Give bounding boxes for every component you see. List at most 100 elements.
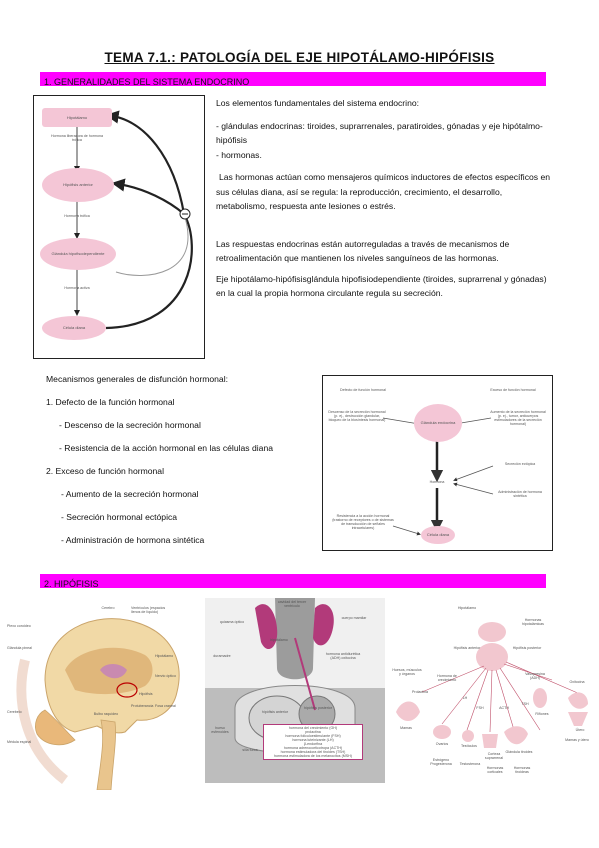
brain-label-plexo: Plexo coroideo <box>7 624 31 628</box>
label-sintetica: Administración de hormona sintética <box>498 490 542 498</box>
brain-label-optico: Nervio óptico <box>155 674 176 678</box>
tgt-hip-post: Hipófisis posterior <box>512 646 542 650</box>
mechanisms-list: Mecanismos generales de disfunción hormo… <box>46 368 326 552</box>
tgt-acth: ACTH <box>499 706 509 710</box>
hormone-item: hormona estimuladora de los melanocitos … <box>274 754 352 758</box>
pit-label-duramadre: duramadre <box>213 654 231 658</box>
feedback-arrows <box>74 110 193 330</box>
tgt-tiroideas: Hormonas tiroideas <box>513 766 531 774</box>
pit-label-ventriculo: cavidad del tercer ventrículo <box>277 600 307 608</box>
tgt-corteza: Corteza suprarrenal <box>484 752 504 760</box>
brain-label-medula: Médula espinal <box>7 740 32 744</box>
hormone-item: prolactina <box>305 730 321 734</box>
intro-text: Los elementos fundamentales del sistema … <box>216 96 551 301</box>
brain-label-cerebro: Cerebro <box>101 606 115 610</box>
label-aumento: Aumento de la secreción hormonal (p. ej.… <box>490 410 546 426</box>
tgt-hip-ant: Hipófisis anterior <box>453 646 481 650</box>
label-resistencia: Resistencia a la acción hormonal (trasto… <box>332 514 394 530</box>
tgt-prolac: Prolactina <box>412 690 428 694</box>
label-ectopica: Secreción ectópica <box>504 462 536 466</box>
figure-target-organs: Hipotálamo Hormonas hipotalámicas Hipófi… <box>392 602 596 787</box>
mech-item: - Secreción hormonal ectópica <box>61 512 178 522</box>
tgt-tiroides: Glándula tiroides <box>505 750 533 754</box>
section-1-title: 1. GENERALIDADES DEL SISTEMA ENDOCRINO <box>44 77 250 87</box>
node-hipofisis: Hipófisis anterior <box>42 168 114 202</box>
tgt-lh: LH <box>462 696 468 700</box>
brain-label-hipofisis: Hipófisis <box>139 692 153 696</box>
figure-feedback-loop: Hipotálamo Hormona liberadora de hormona… <box>33 95 205 359</box>
brain-illustration <box>16 618 180 790</box>
mechanisms-heading: Mecanismos generales de disfunción hormo… <box>46 374 229 384</box>
mech-item: 1. Defecto de la función hormonal <box>46 397 175 407</box>
brain-label-cerebelo: Cerebelo <box>7 710 22 714</box>
section-bar-1: 1. GENERALIDADES DEL SISTEMA ENDOCRINO <box>40 72 546 87</box>
hormone-item: hormona foliculoestimulante (FSH) <box>285 734 341 738</box>
label-exceso: Exceso de función hormonal <box>490 388 536 392</box>
pit-label-hipotalamo: hipotálamo <box>270 638 288 642</box>
intro-p4: Las hormonas actúan como mensajeros quím… <box>216 172 551 211</box>
tgt-huesos: Huesos, músculos y órganos <box>392 668 422 676</box>
node-hipotalamo: Hipotálamo <box>42 108 112 127</box>
intro-p5: Las respuestas endocrinas están autorreg… <box>216 238 510 264</box>
mech-item: - Descenso de la secreción hormonal <box>59 420 201 430</box>
tgt-vaso: Vasopresina (ADH) <box>525 672 545 680</box>
node-glandula-endocrina: Glándula endocrina <box>414 404 462 442</box>
label-hormona: Hormona <box>429 480 445 484</box>
brain-label-bulbo: Bulbo raquídeo <box>93 712 119 716</box>
tgt-gh: Hormona de crecimiento <box>437 674 457 682</box>
mech-item: - Resistencia de la acción hormonal en l… <box>59 443 274 453</box>
tgt-estrogeno: Estrógeno Progesterona <box>430 758 452 766</box>
tgt-mamas: Mamas <box>400 726 412 730</box>
node-glandula: Glándula hipofisodependiente <box>40 238 116 270</box>
tgt-hipotalamo: Hipotálamo <box>457 606 477 610</box>
brain-label-ventriculos: Ventrículos (espacios llenos de líquido) <box>131 606 166 614</box>
figure-brain: Plexo coroideo Cerebro Ventrículos (espa… <box>5 600 197 790</box>
section-bar-2: 2. HIPÓFISIS <box>40 574 546 589</box>
target-organs-illustration <box>396 622 588 748</box>
tgt-rinones: Riñones <box>535 712 549 716</box>
label-descenso: Descenso de la secreción hormonal (p. ej… <box>328 410 386 422</box>
intro-p6: Eje hipotálamo-hipófisisglándula hipofis… <box>216 273 547 299</box>
label-activa: Hormona activa <box>64 286 90 290</box>
hormone-list-box: hormona del crecimiento (GH) prolactina … <box>263 724 363 760</box>
label-defecto: Defecto de función hormonal <box>340 388 386 392</box>
node-diana: Célula diana <box>42 316 106 340</box>
intro-p2: - glándulas endocrinas: tiroides, suprar… <box>216 120 543 146</box>
page-title: TEMA 7.1.: PATOLOGÍA DEL EJE HIPOTÁLAMO-… <box>104 50 495 65</box>
tgt-mamaytero: Mamas y útero <box>565 738 589 742</box>
hormone-item: hormona luteinizante (LH) <box>292 738 334 742</box>
brain-label-protuberancia: Protuberancia <box>131 704 154 708</box>
figure-dysfunction: Defecto de función hormonal Exceso de fu… <box>322 375 553 551</box>
brain-label-pineal: Glándula pineal <box>7 646 32 650</box>
brain-label-hipotalamo: Hipotálamo <box>155 654 174 658</box>
pit-label-silla: silla turca <box>242 748 258 752</box>
hormone-item: hormona del crecimiento (GH) <box>288 726 338 730</box>
intro-p1: Los elementos fundamentales del sistema … <box>216 98 420 108</box>
section-2-title: 2. HIPÓFISIS <box>44 579 99 589</box>
mech-item: 2. Exceso de función hormonal <box>46 466 164 476</box>
pit-label-quiasma: quiasma óptico <box>219 620 245 624</box>
hormone-item: hormona adrenocorticotropa (ACTH) <box>283 746 343 750</box>
intro-p3: - hormonas. <box>216 149 262 160</box>
pit-label-posterior: hipófisis posterior <box>304 706 332 710</box>
tgt-fsh: FSH <box>476 706 484 710</box>
tgt-ovarios: Ovarios <box>435 742 449 746</box>
brain-label-fosa: Fosa craneal <box>155 704 176 708</box>
mech-item: - Administración de hormona sintética <box>61 535 205 545</box>
hormone-item: β-endorfina <box>303 742 323 746</box>
pit-label-anterior: hipófisis anterior <box>261 710 289 714</box>
tgt-utero: Útero <box>575 728 585 732</box>
tgt-tsh: TSH <box>521 702 529 706</box>
node-celula-diana: Célula diana <box>421 526 455 544</box>
figure-pituitary: cavidad del tercer ventrículo quiasma óp… <box>205 598 385 783</box>
tgt-testiculos: Testículos <box>461 744 477 748</box>
label-liberadora: Hormona liberadora de hormona trófica <box>51 134 103 142</box>
tgt-testost: Testosterona <box>459 762 481 766</box>
hormone-item: hormona estimuladora del tiroides (TSH) <box>280 750 346 754</box>
mech-item: - Aumento de la secreción hormonal <box>61 489 199 499</box>
label-trofica: Hormona trófica <box>64 214 90 218</box>
pit-label-mamilar: cuerpo mamilar <box>341 616 367 620</box>
tgt-h-hipot: Hormonas hipotalámicas <box>522 618 544 626</box>
tgt-cortic: Hormonas corticales <box>486 766 504 774</box>
pit-label-esfenoides: hueso esfenoides <box>211 726 229 734</box>
